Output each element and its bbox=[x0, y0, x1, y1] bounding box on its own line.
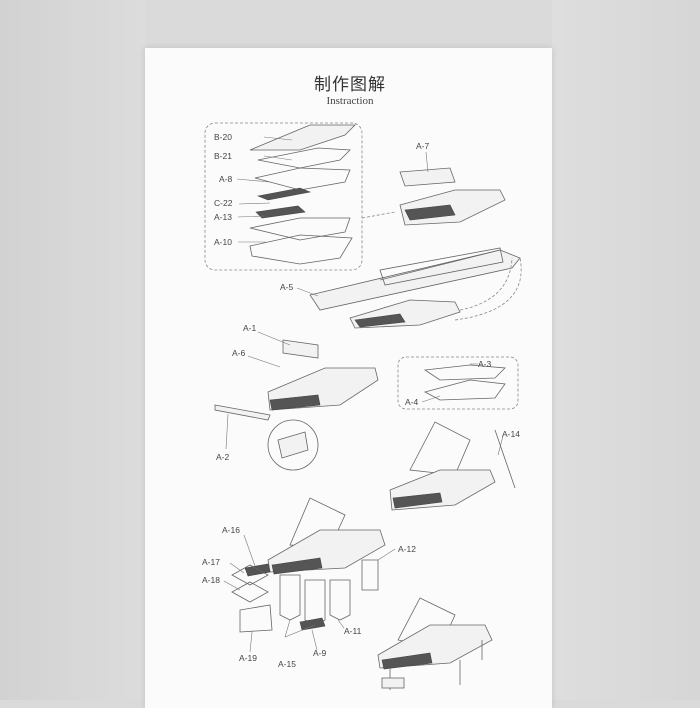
part-a8 bbox=[254, 167, 351, 191]
detail-box-1 bbox=[204, 122, 363, 271]
part-a9 bbox=[299, 617, 326, 631]
label-a16: A-16 bbox=[222, 525, 240, 535]
part-b21 bbox=[257, 147, 351, 169]
assembled-frame-1 bbox=[399, 189, 506, 226]
part-a19 bbox=[239, 604, 273, 633]
part-a12 bbox=[361, 559, 379, 591]
label-a6: A-6 bbox=[232, 348, 246, 358]
label-a9: A-9 bbox=[313, 648, 327, 658]
label-a4: A-4 bbox=[405, 397, 419, 407]
keyboard-6 bbox=[381, 652, 433, 670]
leg-1 bbox=[279, 574, 301, 621]
part-a14 bbox=[494, 429, 516, 489]
leg-3 bbox=[329, 579, 351, 621]
label-b20: B-20 bbox=[214, 132, 232, 142]
background-left bbox=[0, 0, 145, 700]
step-a1-a6-a2: A-1 A-6 A-2 bbox=[214, 323, 379, 471]
part-a5 bbox=[309, 249, 521, 311]
step-a7: A-7 bbox=[399, 141, 506, 226]
label-a11: A-11 bbox=[344, 626, 362, 636]
part-a5-ribs bbox=[379, 247, 504, 286]
piano-lid-1 bbox=[409, 421, 471, 476]
title-english: Instraction bbox=[326, 95, 374, 107]
keyboard-5 bbox=[271, 557, 323, 575]
keyboard-1 bbox=[404, 204, 456, 221]
step-a14: A-14 bbox=[389, 421, 520, 511]
label-a18: A-18 bbox=[202, 575, 220, 585]
keyboard-2 bbox=[354, 313, 406, 328]
label-c22: C-22 bbox=[214, 198, 233, 208]
part-a18 bbox=[231, 581, 269, 603]
label-a14: A-14 bbox=[502, 429, 520, 439]
step-a3-a4: A-3 A-4 bbox=[397, 356, 519, 410]
label-a15: A-15 bbox=[278, 659, 296, 669]
label-a19: A-19 bbox=[239, 653, 257, 663]
part-a1 bbox=[282, 339, 319, 359]
part-a2 bbox=[214, 404, 271, 421]
keyboard-3 bbox=[269, 394, 321, 411]
step-finished bbox=[377, 597, 493, 690]
background-right bbox=[552, 0, 700, 700]
step-legs: A-16 A-17 A-18 A-19 A-15 A-9 A-11 A-12 bbox=[202, 497, 416, 669]
part-a10 bbox=[249, 234, 353, 265]
part-a17 bbox=[231, 564, 269, 586]
part-a4 bbox=[423, 379, 506, 401]
label-a8: A-8 bbox=[219, 174, 233, 184]
label-a7: A-7 bbox=[416, 141, 430, 151]
label-a10: A-10 bbox=[214, 237, 232, 247]
detail-circle bbox=[267, 419, 319, 471]
part-b20 bbox=[249, 124, 356, 151]
label-a5: A-5 bbox=[280, 282, 294, 292]
title-chinese: 制作图解 bbox=[314, 75, 386, 95]
piano-bench bbox=[381, 677, 405, 689]
part-c22-upper bbox=[256, 187, 312, 201]
label-a17: A-17 bbox=[202, 557, 220, 567]
part-a13 bbox=[249, 217, 351, 241]
label-b21: B-21 bbox=[214, 151, 232, 161]
label-a13: A-13 bbox=[214, 212, 232, 222]
keyboard-4 bbox=[392, 492, 443, 509]
label-a1: A-1 bbox=[243, 323, 257, 333]
label-a2: A-2 bbox=[216, 452, 230, 462]
detail-box-2 bbox=[397, 356, 519, 410]
step-exploded-box: B-20 B-21 A-8 C-22 A-13 A-10 bbox=[204, 122, 396, 271]
part-a3 bbox=[423, 364, 506, 381]
part-a7 bbox=[399, 167, 456, 187]
step-a5: A-5 bbox=[280, 247, 522, 329]
label-a12: A-12 bbox=[398, 544, 416, 554]
label-a3: A-3 bbox=[478, 359, 492, 369]
